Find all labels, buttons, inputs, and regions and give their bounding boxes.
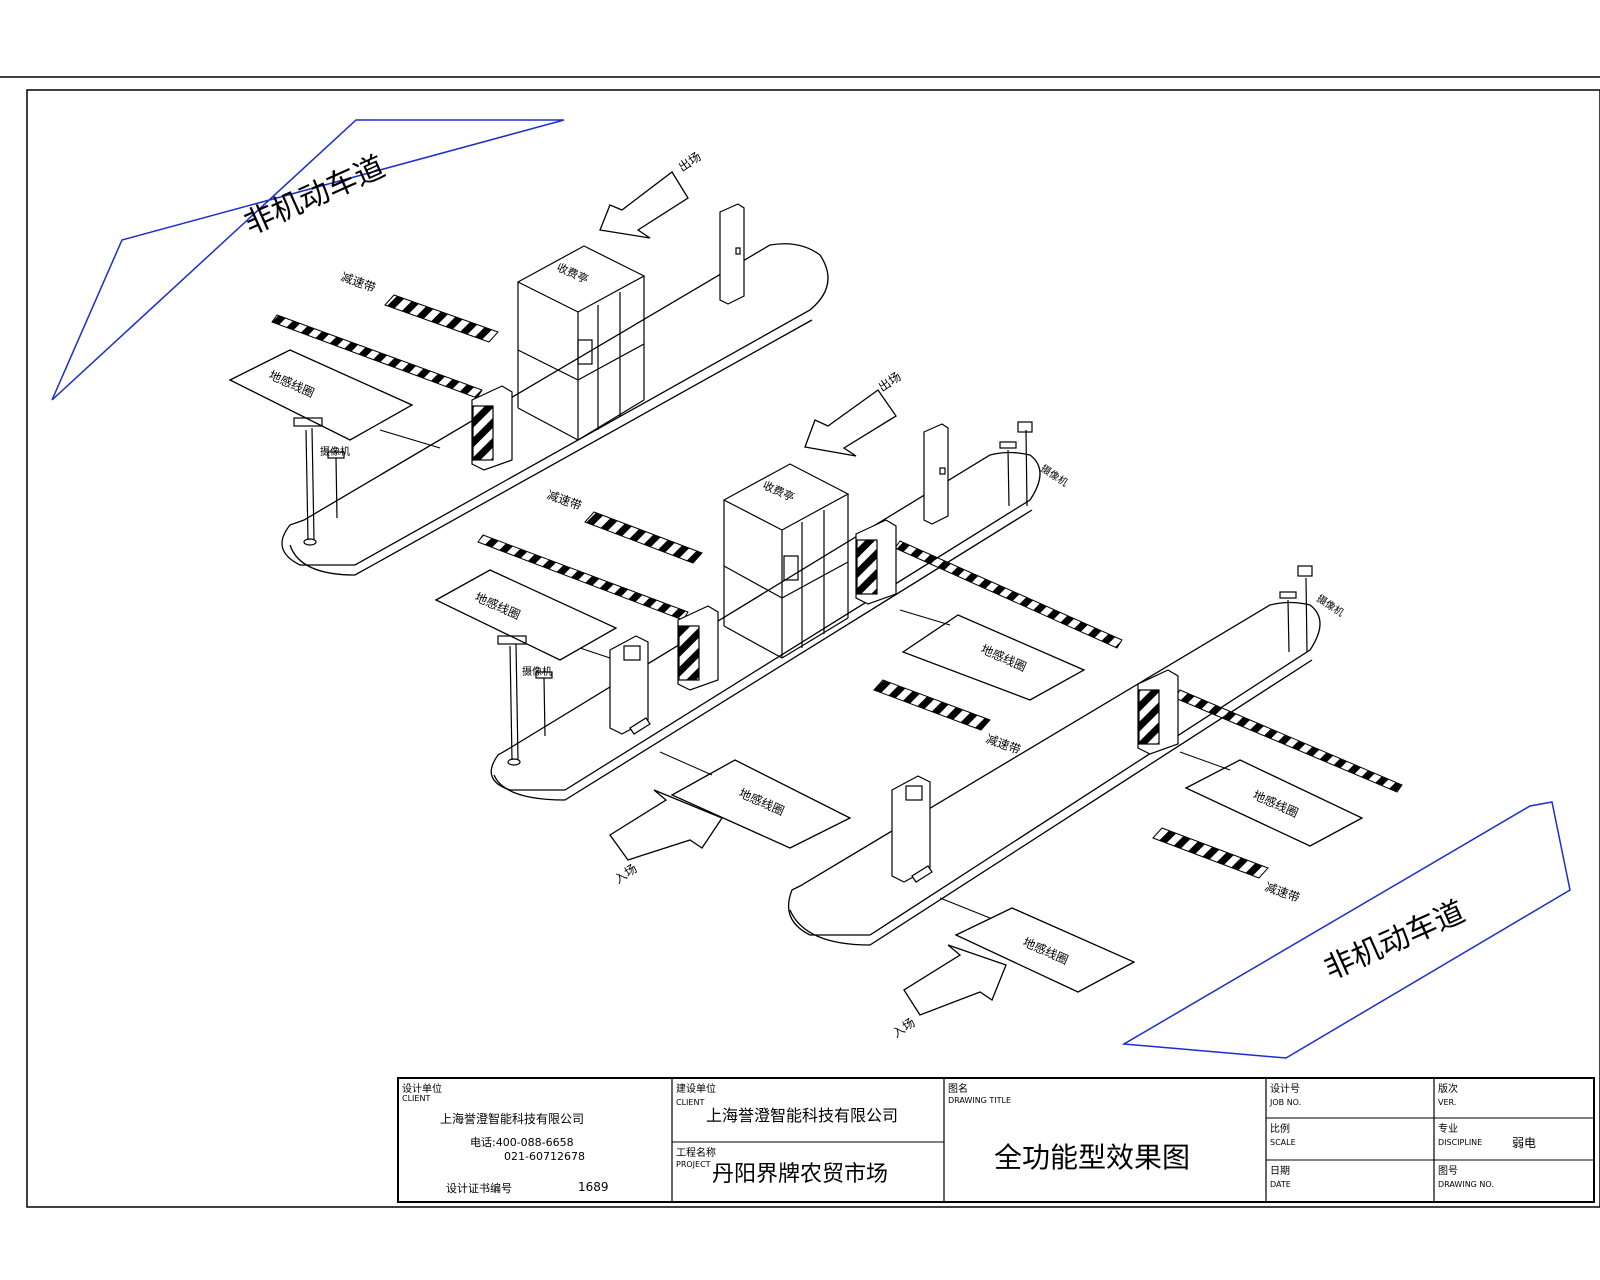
island-3 xyxy=(787,601,1321,946)
speed-bump-2 xyxy=(584,511,703,564)
drawing-title-label: 图名 xyxy=(948,1084,968,1095)
date-label: 日期 xyxy=(1270,1166,1290,1177)
design-unit-name: 上海誉澄智能科技有限公司 xyxy=(440,1112,585,1126)
bump-label-1: 减速带 xyxy=(339,270,378,295)
toll-booth-2 xyxy=(722,463,850,659)
client-label: 建设单位 xyxy=(676,1084,716,1095)
design-unit-label-en: CLIENT xyxy=(402,1094,431,1103)
booth-label-2: 收费亭 xyxy=(761,478,797,504)
barrier-gate-1 xyxy=(471,385,513,471)
scale-label-en: SCALE xyxy=(1270,1138,1296,1147)
scale-label: 比例 xyxy=(1270,1124,1290,1135)
bump-label-3: 减速带 xyxy=(984,732,1023,757)
camera-label-2: 摄像机 xyxy=(522,665,552,678)
barrier-gate-3 xyxy=(855,519,897,605)
island-2 xyxy=(490,451,1041,801)
lane-label-top-left: 非机动车道 xyxy=(239,149,390,242)
ground-loop-2 xyxy=(434,569,618,661)
job-no-label: 设计号 xyxy=(1270,1084,1300,1095)
project-name: 丹阳界牌农贸市场 xyxy=(712,1162,889,1187)
exit-label-2: 出场 xyxy=(876,369,904,394)
ticket-dispenser-1 xyxy=(609,635,651,735)
barrier-gate-4 xyxy=(1137,669,1179,755)
ver-label-en: VER. xyxy=(1438,1098,1457,1107)
exit-label-1: 出场 xyxy=(676,149,704,174)
lane-label-bottom-right: 非机动车道 xyxy=(1319,894,1470,987)
bump-label-4: 减速带 xyxy=(1263,880,1302,905)
non-motor-lane-top-left xyxy=(51,119,565,401)
camera-pole-3 xyxy=(999,421,1033,507)
design-unit-label: 设计单位 xyxy=(402,1084,442,1095)
cert-number: 1689 xyxy=(578,1180,609,1194)
speed-bump-1 xyxy=(384,294,499,343)
ticket-dispenser-2 xyxy=(891,775,933,883)
drawing-border xyxy=(26,89,1600,1208)
camera-pole-1 xyxy=(293,417,345,546)
barrier-gate-2 xyxy=(677,605,719,691)
job-no-label-en: JOB NO. xyxy=(1270,1098,1302,1107)
island-1 xyxy=(281,243,829,576)
ver-label: 版次 xyxy=(1438,1084,1458,1095)
bump-label-2: 减速带 xyxy=(545,488,584,513)
barrier-arm-2 xyxy=(477,534,689,621)
speed-bump-4 xyxy=(1152,827,1269,879)
project-label: 工程名称 xyxy=(676,1148,716,1159)
barrier-arm-3 xyxy=(894,540,1123,649)
non-motor-lane-bottom-right xyxy=(1121,801,1571,1059)
drawing-no-label: 图号 xyxy=(1438,1166,1458,1177)
ground-loop-5 xyxy=(1184,759,1364,847)
title-block xyxy=(397,1077,1595,1203)
ground-loop-6 xyxy=(954,907,1136,993)
speed-bump-3 xyxy=(873,679,991,731)
drawing-no-label-en: DRAWING NO. xyxy=(1438,1180,1494,1189)
cert-label: 设计证书编号 xyxy=(446,1182,512,1195)
discipline-value: 弱电 xyxy=(1512,1136,1537,1150)
exit-arrow-2 xyxy=(804,389,897,457)
camera-pole-4 xyxy=(1279,565,1313,653)
display-panel-1 xyxy=(719,203,745,305)
camera-label-4: 摄像机 xyxy=(1314,592,1346,620)
entry-arrow-2 xyxy=(903,944,1007,1016)
entry-arrow-1 xyxy=(609,789,723,861)
client-name: 上海誉澄智能科技有限公司 xyxy=(706,1106,899,1125)
entry-label-2: 入场 xyxy=(890,1015,918,1040)
project-label-en: PROJECT xyxy=(676,1160,711,1169)
phone-line-1: 电话:400-088-6658 xyxy=(470,1136,574,1149)
entry-label-1: 入场 xyxy=(612,861,640,886)
display-panel-2 xyxy=(923,423,949,525)
discipline-label: 专业 xyxy=(1438,1124,1458,1135)
date-label-en: DATE xyxy=(1270,1180,1291,1189)
camera-label-3: 摄像机 xyxy=(1038,462,1070,490)
camera-label-1: 摄像机 xyxy=(320,445,350,458)
exit-arrow-1 xyxy=(599,171,689,239)
ground-loop-3 xyxy=(901,614,1086,701)
ground-loop-4 xyxy=(670,759,852,849)
booth-label-1: 收费亭 xyxy=(555,260,591,286)
drawing-title: 全功能型效果图 xyxy=(994,1141,1191,1174)
discipline-label-en: DISCIPLINE xyxy=(1438,1138,1483,1147)
barrier-arm-1 xyxy=(271,314,483,399)
toll-booth-1 xyxy=(516,245,646,441)
camera-pole-2 xyxy=(497,635,553,766)
phone-line-2: 021-60712678 xyxy=(504,1150,585,1163)
client-label-en: CLIENT xyxy=(676,1098,705,1107)
drawing-title-label-en: DRAWING TITLE xyxy=(948,1096,1012,1105)
ground-loop-1 xyxy=(228,349,414,441)
